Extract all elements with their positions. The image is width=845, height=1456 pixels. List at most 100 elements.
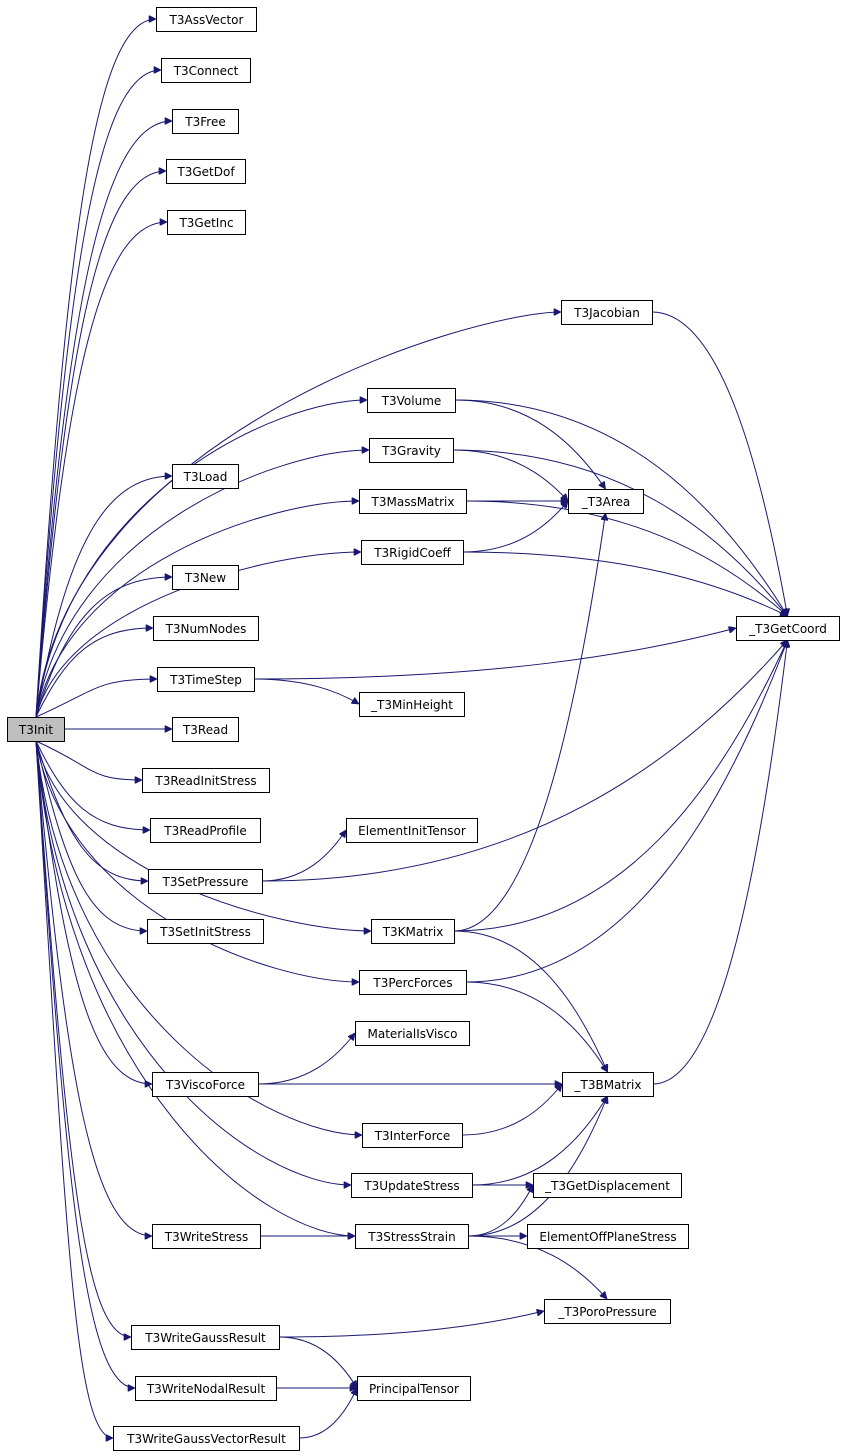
node-updatestress[interactable]: T3UpdateStress [351, 1173, 473, 1198]
edge-root-to-writenodalresult [35, 740, 135, 1388]
node-root[interactable]: T3Init [7, 717, 65, 742]
edge-root-to-readprofile [35, 740, 150, 830]
node-new[interactable]: T3New [172, 565, 239, 590]
node-box [135, 1376, 277, 1401]
node-readprofile[interactable]: T3ReadProfile [150, 818, 261, 843]
edge-kmatrix-to-getcoord [453, 640, 788, 932]
node-label: T3GetInc [178, 216, 233, 230]
node-box [355, 1021, 470, 1046]
node-minheight[interactable]: _T3MinHeight [359, 692, 465, 717]
node-readinitstress[interactable]: T3ReadInitStress [142, 768, 270, 793]
node-label: T3WriteNodalResult [146, 1382, 266, 1396]
node-percforces[interactable]: T3PercForces [359, 970, 467, 995]
node-label: _T3MinHeight [370, 698, 453, 712]
edge-kmatrix-to-area [453, 513, 606, 932]
edge-root-to-new [35, 577, 172, 718]
edge-root-to-jacobian [35, 312, 561, 718]
node-label: T3Gravity [381, 444, 441, 458]
node-assvector[interactable]: T3AssVector [156, 7, 257, 32]
node-label: PrincipalTensor [369, 1382, 459, 1396]
node-box [736, 616, 840, 641]
edge-setpressure-to-getcoord [261, 640, 788, 882]
node-label: T3New [184, 571, 226, 585]
node-label: MaterialIsVisco [367, 1027, 457, 1041]
node-massmatrix[interactable]: T3MassMatrix [359, 489, 467, 514]
node-numnodes[interactable]: T3NumNodes [153, 616, 259, 641]
edge-volume-to-area [454, 399, 606, 489]
node-principaltensor[interactable]: PrincipalTensor [357, 1376, 471, 1401]
node-box [346, 818, 478, 843]
edge-root-to-timestep [35, 679, 157, 718]
edge-root-to-connect [35, 70, 161, 718]
node-box [131, 1325, 280, 1350]
node-kmatrix[interactable]: T3KMatrix [371, 919, 455, 944]
node-getinc[interactable]: T3GetInc [167, 210, 246, 235]
node-load[interactable]: T3Load [172, 464, 239, 489]
edge-root-to-stressstrain [35, 740, 355, 1236]
node-label: _T3GetCoord [748, 622, 827, 636]
node-box [153, 616, 259, 641]
node-label: T3WriteStress [164, 1230, 249, 1244]
edge-gravity-to-area [452, 449, 568, 501]
node-label: T3GetDof [176, 165, 235, 179]
node-bmatrix[interactable]: _T3BMatrix [562, 1072, 654, 1097]
node-box [533, 1173, 682, 1198]
edge-root-to-free [35, 121, 172, 718]
node-setpressure[interactable]: T3SetPressure [148, 869, 263, 894]
node-box [568, 489, 644, 514]
node-elementinittensor[interactable]: ElementInitTensor [346, 818, 478, 843]
node-getdof[interactable]: T3GetDof [166, 159, 246, 184]
node-writestress[interactable]: T3WriteStress [152, 1224, 261, 1249]
node-writegaussvectorresult[interactable]: T3WriteGaussVectorResult [113, 1426, 300, 1451]
node-label: T3Jacobian [573, 306, 640, 320]
node-label: T3Volume [381, 394, 442, 408]
node-box [351, 1173, 473, 1198]
node-poropressure[interactable]: _T3PoroPressure [544, 1299, 671, 1324]
edge-jacobian-to-getcoord [651, 311, 788, 616]
node-materialisvisco[interactable]: MaterialIsVisco [355, 1021, 470, 1046]
node-setinitstress[interactable]: T3SetInitStress [147, 919, 264, 944]
edge-root-to-getdof [35, 171, 166, 718]
node-stressstrain[interactable]: T3StressStrain [355, 1224, 469, 1249]
node-free[interactable]: T3Free [172, 109, 239, 134]
node-label: T3UpdateStress [363, 1179, 459, 1193]
node-writenodalresult[interactable]: T3WriteNodalResult [135, 1376, 277, 1401]
node-label: ElementInitTensor [358, 824, 466, 838]
node-offplanestress[interactable]: ElementOffPlaneStress [527, 1224, 689, 1249]
node-box [172, 109, 239, 134]
edge-percforces-to-getcoord [465, 640, 788, 983]
node-label: _T3PoroPressure [557, 1305, 656, 1319]
node-volume[interactable]: T3Volume [367, 388, 456, 413]
node-label: T3WriteGaussResult [144, 1331, 266, 1345]
edge-volume-to-getcoord [454, 399, 788, 616]
node-writegaussresult[interactable]: T3WriteGaussResult [131, 1325, 280, 1350]
node-connect[interactable]: T3Connect [161, 58, 251, 83]
node-getdisplacement[interactable]: _T3GetDisplacement [533, 1173, 682, 1198]
node-label: T3WriteGaussVectorResult [126, 1432, 286, 1446]
edge-root-to-getinc [35, 222, 167, 718]
edge-bmatrix-to-getcoord [652, 640, 788, 1085]
edge-rigidcoeff-to-area [462, 501, 568, 553]
node-timestep[interactable]: T3TimeStep [157, 667, 255, 692]
node-box [357, 1376, 471, 1401]
node-getcoord[interactable]: _T3GetCoord [736, 616, 840, 641]
node-box [369, 438, 454, 463]
node-label: T3AssVector [169, 13, 244, 27]
node-area[interactable]: _T3Area [568, 489, 644, 514]
node-interforce[interactable]: T3InterForce [362, 1123, 463, 1148]
node-jacobian[interactable]: T3Jacobian [561, 300, 653, 325]
edge-root-to-numnodes [35, 628, 153, 718]
node-label: T3ViscoForce [165, 1078, 245, 1092]
edge-rigidcoeff-to-getcoord [462, 551, 788, 617]
edge-massmatrix-to-getcoord [465, 500, 788, 616]
edge-kmatrix-to-bmatrix [453, 930, 608, 1072]
node-box [367, 388, 456, 413]
node-viscoforce[interactable]: T3ViscoForce [152, 1072, 259, 1097]
node-read[interactable]: T3Read [172, 717, 239, 742]
node-gravity[interactable]: T3Gravity [369, 438, 454, 463]
edge-stressstrain-to-getdisplacement [467, 1185, 534, 1237]
node-box [355, 1224, 469, 1249]
node-label: T3SetInitStress [159, 925, 251, 939]
node-rigidcoeff[interactable]: T3RigidCoeff [361, 540, 464, 565]
node-box [161, 58, 251, 83]
